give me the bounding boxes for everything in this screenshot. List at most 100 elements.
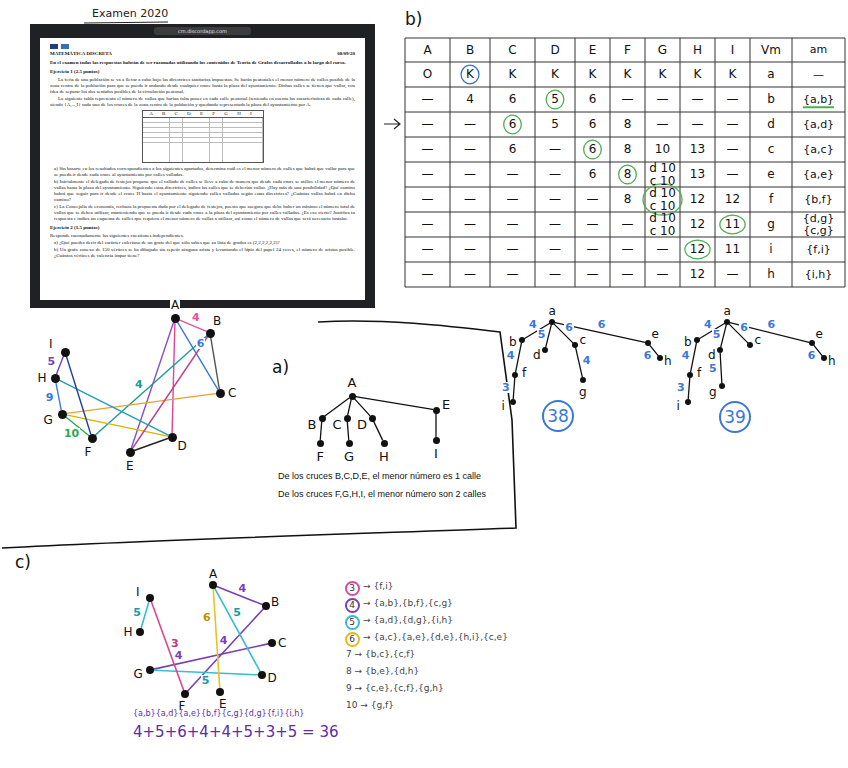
graph-edge: [721, 325, 727, 347]
exam-paragraph: b) Un grafo conexo de 150 vértices se ha…: [50, 247, 355, 259]
table-cell: 12: [681, 213, 714, 236]
edge-weight: 5: [708, 363, 718, 374]
table-cell: 6: [576, 88, 609, 111]
exam-paragraph: La feria de una población se va a llevar…: [50, 77, 355, 95]
table-value: 12: [690, 218, 705, 231]
note-text: 8 → {b,e},{d,h}: [346, 667, 419, 677]
vertex-letter: a: [548, 305, 557, 317]
table-cell: e: [751, 163, 791, 186]
table-value: —: [549, 243, 561, 256]
table-cell: —: [406, 188, 449, 211]
heading-note: Examen 2020: [92, 8, 168, 20]
graph-vertex: D: [258, 671, 266, 679]
table-value: b: [767, 93, 775, 106]
table-value: 5: [551, 118, 559, 131]
vertex-letter: a: [723, 305, 732, 317]
graph-vertex: d: [717, 347, 723, 353]
vertex-letter: F: [84, 446, 93, 458]
exam-paragraph: La siguiente tabla representa el número …: [50, 96, 355, 108]
table-value: —: [657, 268, 669, 281]
table-cell: —: [406, 88, 449, 111]
table-value: —: [422, 218, 434, 231]
table-cell: —: [536, 163, 574, 186]
table-value: —: [813, 69, 824, 81]
table-cell: E: [576, 39, 609, 61]
vertex-letter: H: [37, 372, 48, 384]
table-value: —: [422, 168, 434, 181]
vertex-letter: c: [754, 334, 763, 346]
note-text: → {a,b},{b,f},{c,g}: [363, 599, 453, 609]
table-value: 10: [655, 143, 670, 156]
table-value: —: [692, 118, 704, 131]
vertex-letter: f: [521, 367, 527, 379]
table-value: 6: [509, 118, 517, 131]
table-value: —: [464, 168, 476, 181]
table-value: K: [466, 68, 474, 81]
table-value: 6: [589, 168, 597, 181]
graph-edge: [134, 439, 168, 451]
table-cell: f: [751, 188, 791, 211]
edge-weight: 4: [681, 350, 691, 361]
exam-paragraph: Ejercicio 2 (1.5 puntos): [50, 225, 355, 231]
table-value: K: [624, 68, 632, 81]
graph-vertex: E: [433, 407, 440, 414]
edge-weight: 3: [676, 382, 686, 393]
table-cell: —: [491, 188, 534, 211]
table-value: —: [657, 93, 669, 106]
table-value: —: [549, 218, 561, 231]
table-value: d 10 c 10: [648, 162, 677, 187]
edge-weight: 4: [219, 635, 229, 646]
vertex-letter: d: [532, 349, 542, 361]
table-value: g: [767, 218, 775, 231]
exam-paragraph: a) ¿Qué puedes decir del carácter euleri…: [50, 240, 355, 246]
graph-vertex: e: [809, 340, 815, 346]
edge-weight: 6: [597, 319, 607, 330]
table-cell: K: [716, 63, 749, 86]
circled-number: 38: [542, 400, 574, 432]
vertex-letter: B: [307, 418, 318, 431]
exam-paragraph: c) La Concejalía de economía, rechaza la…: [50, 204, 355, 222]
edge-weight: 6: [196, 338, 206, 349]
note-text: De los cruces F,G,H,I, el menor número s…: [278, 490, 486, 500]
note-text: 7 → {b,c},{c,f}: [346, 650, 415, 660]
graph-edge: [513, 378, 515, 399]
circled-number: 4: [345, 598, 360, 613]
table-value: 11: [725, 243, 740, 256]
part-label: c): [15, 553, 31, 572]
graph-edge: [66, 394, 215, 414]
edge-weight: 4: [174, 650, 184, 661]
column-header: E: [589, 44, 597, 57]
table-cell: 8: [611, 188, 644, 211]
table-cell: —: [716, 113, 749, 136]
edge-weight: 5: [132, 607, 142, 618]
table-value: —: [587, 193, 599, 206]
table-cell: 6: [491, 138, 534, 161]
table-value: —: [727, 143, 739, 156]
vertex-letter: h: [827, 355, 837, 367]
graph-vertex: a: [724, 319, 730, 325]
table-cell: C: [491, 39, 534, 61]
vertex-letter: g: [708, 386, 718, 398]
vertex-letter: b: [683, 336, 693, 348]
table-cell: K: [611, 63, 644, 86]
table-cell: —: [536, 213, 574, 236]
table-value: —: [727, 93, 739, 106]
vertex-letter: G: [343, 450, 355, 463]
table-cell: 6: [491, 88, 534, 111]
logo-row: [50, 44, 355, 49]
table-cell: —: [406, 263, 449, 286]
exam-table-grid: [143, 118, 263, 162]
table-value: h: [767, 268, 775, 281]
exam-paragraph: b) Inicialmente el delegado de festejos …: [50, 179, 355, 203]
edge-weight: 5: [537, 329, 547, 340]
vertex-letter: I: [433, 447, 439, 460]
column-header: F: [624, 44, 631, 57]
graph-edge: [215, 589, 260, 672]
table-value: K: [694, 68, 702, 81]
table-cell: {d,g} {c,g}: [793, 213, 844, 236]
value-circle: [461, 65, 479, 84]
table-cell: —: [451, 138, 489, 161]
edge-weight: 6: [202, 612, 212, 623]
edge-weight: 6: [807, 350, 817, 361]
graph-edge: [374, 421, 383, 440]
